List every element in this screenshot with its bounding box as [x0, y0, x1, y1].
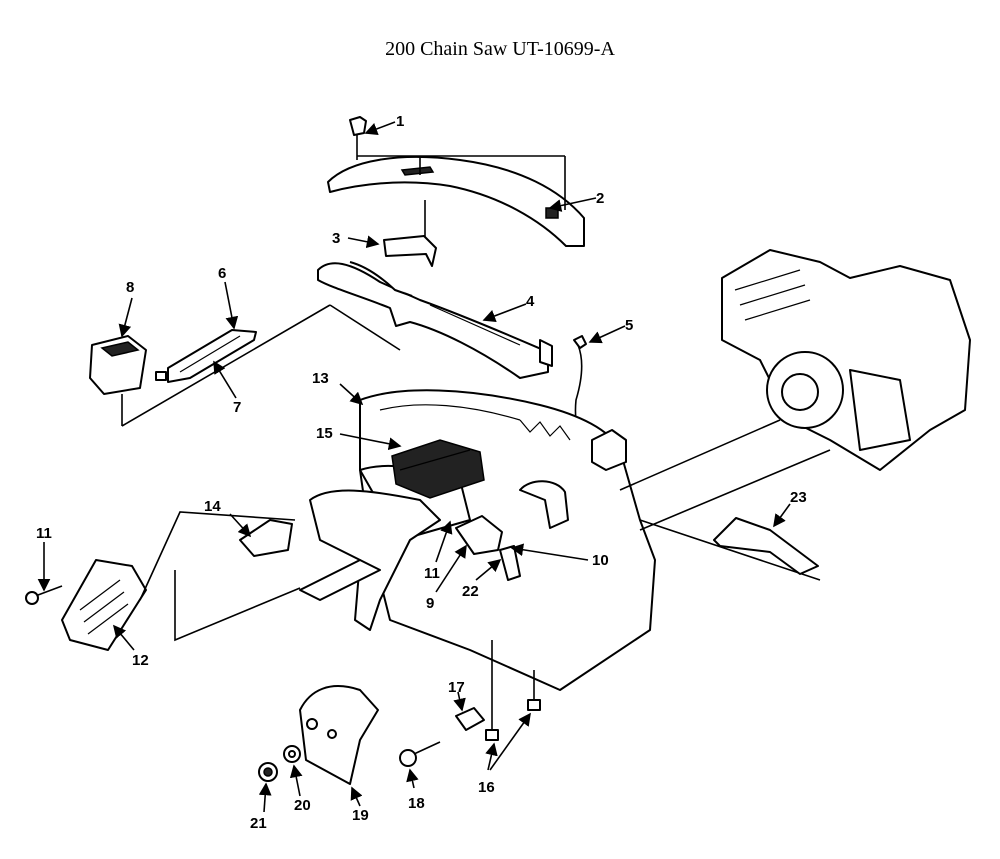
callout-9: 9: [426, 595, 434, 612]
callout-11-left: 11: [36, 525, 52, 542]
callout-4: 4: [526, 293, 535, 310]
callout-13: 13: [312, 370, 329, 387]
part-1-screw: [349, 116, 367, 160]
part-11-screw: [25, 585, 63, 605]
callout-labels: 1 2 3 4 5 6 7 8 9 10 11 11 12 13 14 15: [36, 113, 807, 832]
part-18-bolt: [399, 741, 441, 767]
callout-10: 10: [592, 552, 609, 569]
callout-20: 20: [294, 797, 311, 814]
part-3-bracket: [383, 235, 437, 267]
callout-2: 2: [596, 190, 604, 207]
part-20-washer: [283, 745, 301, 763]
engine-block: [721, 249, 971, 471]
part-14-plate: [239, 519, 293, 557]
callout-14: 14: [204, 498, 221, 515]
callout-17: 17: [448, 679, 465, 696]
callout-18: 18: [408, 795, 425, 812]
callout-16: 16: [478, 779, 495, 796]
callout-1: 1: [396, 113, 404, 130]
lower-frame: [299, 480, 569, 631]
callout-8: 8: [126, 279, 134, 296]
diagram-title: 200 Chain Saw UT-10699-A: [385, 38, 615, 60]
callout-22: 22: [462, 583, 479, 600]
part-12-guard: [61, 559, 147, 651]
callout-19: 19: [352, 807, 369, 824]
part-19-side-cover: [299, 685, 379, 785]
callout-21: 21: [250, 815, 267, 832]
callout-5: 5: [625, 317, 633, 334]
part-2-top-handle: [327, 155, 585, 247]
callout-6: 6: [218, 265, 226, 282]
part-23-bracket: [713, 517, 819, 575]
callout-23: 23: [790, 489, 807, 506]
callout-7: 7: [233, 399, 241, 416]
callout-3: 3: [332, 230, 340, 247]
part-8-switch: [89, 304, 401, 427]
part-4-handle-frame: [317, 261, 553, 379]
part-21-nut: [258, 762, 278, 782]
part-6-trigger-plate: [155, 329, 257, 383]
part-15-filter: [391, 439, 485, 499]
part-17-plug: [455, 707, 485, 731]
callout-15: 15: [316, 425, 333, 442]
part-16-screws: [485, 640, 541, 741]
callout-11-center: 11: [424, 565, 440, 582]
assembly-lines: [139, 419, 831, 642]
callout-12: 12: [132, 652, 149, 669]
